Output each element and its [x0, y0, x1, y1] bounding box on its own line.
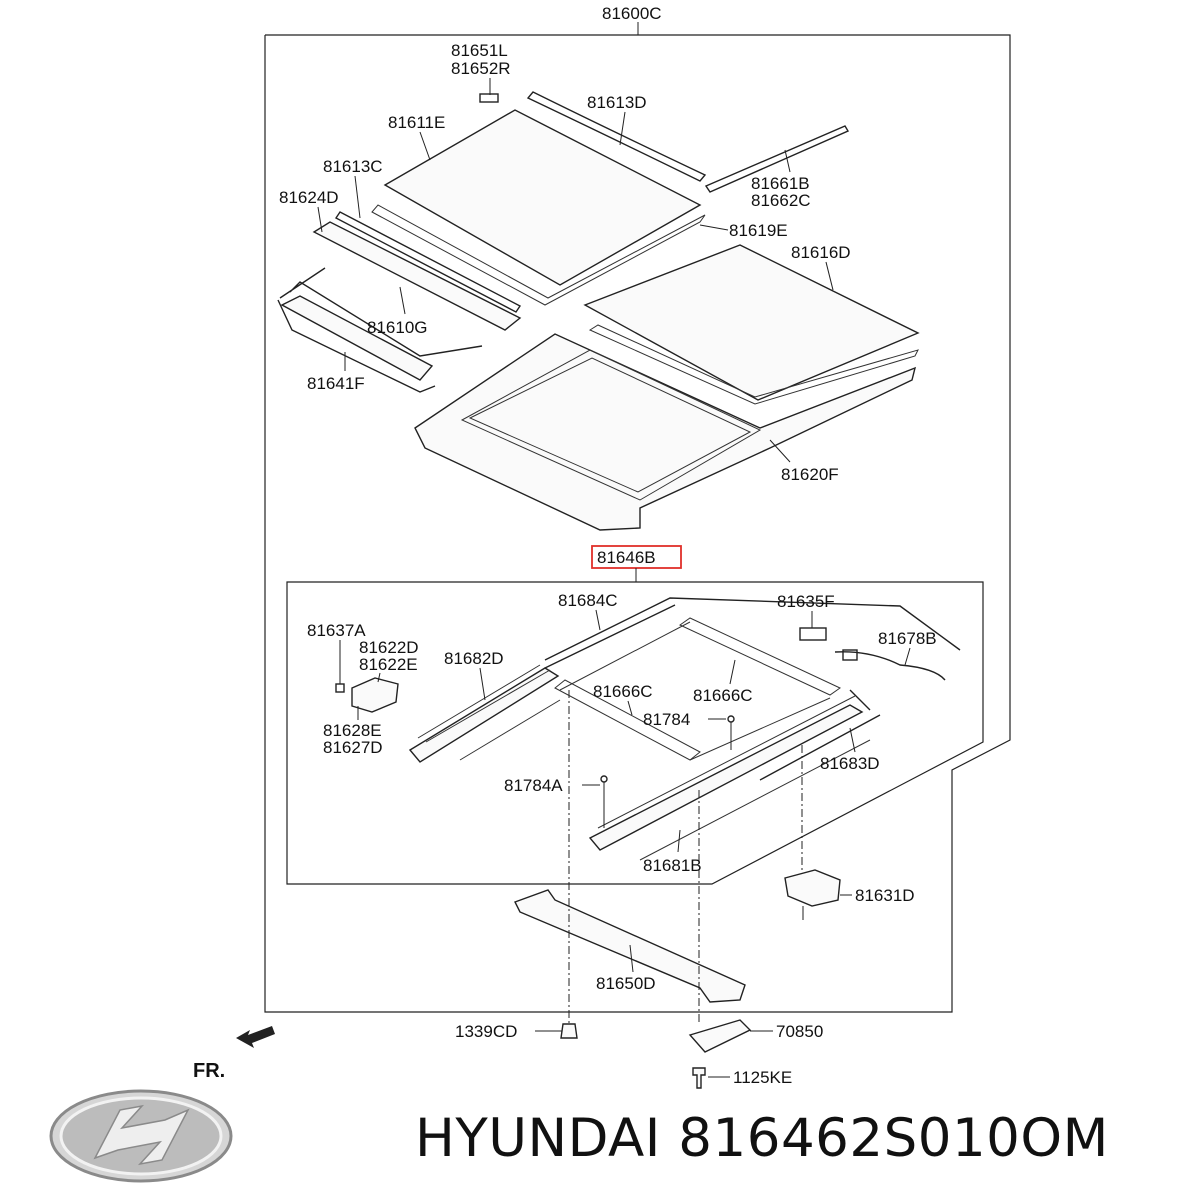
label-81784[interactable]: 81784: [643, 710, 690, 729]
leader-81611e: [419, 131, 431, 161]
weather-strip-81613d: [526, 91, 707, 182]
label-81624d[interactable]: 81624D: [279, 188, 339, 207]
leader-81684c: [595, 609, 601, 631]
label-81678b[interactable]: 81678B: [878, 629, 937, 648]
frame-81666c-left: [554, 679, 701, 761]
label-81613d[interactable]: 81613D: [587, 93, 647, 112]
label-81661b[interactable]: 81661B: [751, 174, 810, 193]
leader-81616d: [825, 261, 834, 291]
front-arrow-icon: [236, 1026, 275, 1048]
assembly-label[interactable]: 81600C: [602, 4, 662, 23]
label-81610g[interactable]: 81610G: [367, 318, 428, 337]
highlight-label[interactable]: 81646B: [597, 548, 656, 567]
leader-81619e: [699, 224, 729, 231]
motor-81631d: [784, 869, 841, 907]
leader-81613d: [619, 111, 626, 146]
right-rail-81681b: [588, 704, 864, 851]
clip-81637a: [335, 683, 345, 693]
front-frame-panel: [280, 295, 434, 381]
leader-81610g: [399, 286, 406, 315]
bolt-81784a: [600, 775, 608, 783]
label-70850[interactable]: 70850: [776, 1022, 823, 1041]
label-81619e[interactable]: 81619E: [729, 221, 788, 240]
label-81651l[interactable]: 81651L: [451, 41, 508, 60]
label-81666c-b[interactable]: 81666C: [693, 686, 753, 705]
label-81628e[interactable]: 81628E: [323, 721, 382, 740]
leader-81681b: [677, 829, 681, 853]
leader-81624d: [317, 206, 323, 233]
label-81631d[interactable]: 81631D: [855, 886, 915, 905]
molding-81661b: [704, 125, 850, 193]
label-81620f[interactable]: 81620F: [781, 465, 839, 484]
assembly-frame: [264, 34, 1011, 1013]
roof-frame-opening-inner: [468, 357, 752, 493]
label-81622d[interactable]: 81622D: [359, 638, 419, 657]
label-81622e[interactable]: 81622E: [359, 655, 418, 674]
front-label: FR.: [193, 1060, 225, 1082]
leader-81661b: [784, 149, 791, 173]
leader-81666c-a: [627, 700, 633, 716]
frame-crossbars: [559, 621, 831, 761]
label-81635f[interactable]: 81635F: [777, 592, 835, 611]
rear-glass-seal: [588, 324, 919, 405]
front-frame-81641f: [277, 267, 483, 393]
label-81683d[interactable]: 81683D: [820, 754, 880, 773]
label-81650d[interactable]: 81650D: [596, 974, 656, 993]
leader-81666c-b: [729, 659, 736, 685]
label-81613c[interactable]: 81613C: [323, 157, 383, 176]
weather-strip-81613c: [334, 211, 522, 313]
label-81641f[interactable]: 81641F: [307, 374, 365, 393]
label-81616d[interactable]: 81616D: [791, 243, 851, 262]
harness-81678b: [834, 651, 946, 681]
label-81666c-a[interactable]: 81666C: [593, 682, 653, 701]
rear-glass-81616d: [583, 244, 920, 401]
clip-81651l: [479, 93, 499, 103]
glass-seal-81619e: [371, 204, 706, 306]
cable-81684c: [544, 597, 961, 669]
hyundai-logo-icon: [49, 1089, 233, 1183]
label-81681b[interactable]: 81681B: [643, 856, 702, 875]
frame-81666c-right: [679, 617, 841, 696]
leader-81650d: [629, 944, 634, 973]
leader-81613c: [354, 175, 361, 219]
deflector-81624d: [312, 221, 522, 331]
label-81662c[interactable]: 81662C: [751, 191, 811, 210]
guide-81622d: [351, 677, 399, 713]
brand-part-number: HYUNDAI 816462S010OM: [415, 1108, 1109, 1169]
label-81611e[interactable]: 81611E: [388, 113, 445, 132]
label-81684c[interactable]: 81684C: [558, 591, 618, 610]
bolt-81784: [727, 715, 735, 723]
label-81784a[interactable]: 81784A: [504, 776, 563, 795]
bracket-81635f: [799, 627, 827, 641]
leader-81620f: [769, 439, 791, 463]
plate-70850: [688, 1019, 752, 1053]
leader-81682d: [479, 667, 486, 701]
leader-81678b: [904, 647, 911, 666]
right-rail-detail: [597, 695, 871, 861]
leader-81683d: [849, 727, 856, 753]
left-rail-81682d: [408, 667, 560, 763]
cable-81683d: [759, 689, 881, 781]
harness-connector: [842, 649, 858, 661]
left-rail-detail: [417, 664, 561, 761]
label-81682d[interactable]: 81682D: [444, 649, 504, 668]
bolt-1125ke: [692, 1067, 706, 1089]
label-1125ke[interactable]: 1125KE: [733, 1068, 792, 1087]
roof-frame-81620f: [414, 333, 917, 531]
glass-panel-front: [383, 109, 702, 286]
label-81637a[interactable]: 81637A: [307, 621, 366, 640]
subassembly-frame: [286, 581, 984, 885]
nut-1339cd: [560, 1023, 578, 1039]
label-81652r[interactable]: 81652R: [451, 59, 511, 78]
leader-81622d: [377, 672, 381, 683]
label-1339cd[interactable]: 1339CD: [455, 1022, 517, 1041]
label-81627d[interactable]: 81627D: [323, 738, 383, 757]
roof-frame-opening: [460, 349, 762, 501]
